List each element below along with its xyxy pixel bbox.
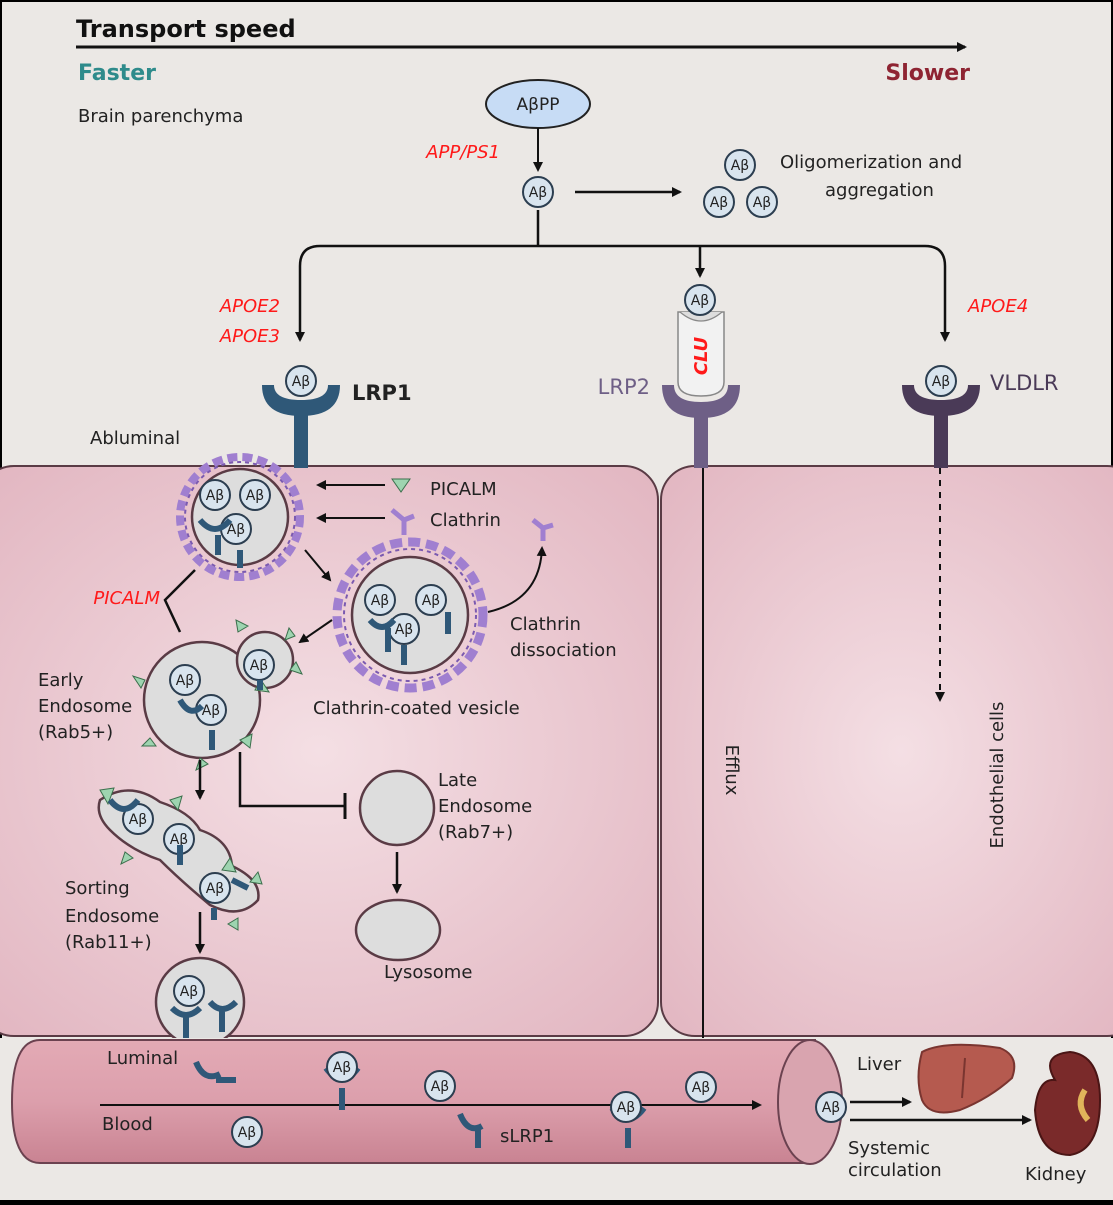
- svg-text:Aβ: Aβ: [371, 593, 390, 609]
- clathrin-dissociation-arrow: [487, 546, 547, 613]
- svg-text:Aβ: Aβ: [692, 1080, 711, 1096]
- vldlr-label: VLDLR: [990, 371, 1059, 395]
- svg-text:Aβ: Aβ: [227, 522, 246, 538]
- picalm-protein-label: PICALM: [430, 479, 497, 500]
- abpp-label: AβPP: [517, 95, 560, 115]
- svg-text:Aβ: Aβ: [206, 488, 225, 504]
- oligomer-label-2: aggregation: [825, 180, 934, 201]
- svg-text:Aβ: Aβ: [617, 1100, 636, 1116]
- svg-text:Aβ: Aβ: [129, 812, 148, 828]
- svg-text:Aβ: Aβ: [932, 374, 951, 390]
- vesicle-to-early-arrow: [298, 619, 333, 644]
- apoe3-gene: APOE3: [219, 326, 280, 347]
- svg-text:Aβ: Aβ: [238, 1125, 257, 1141]
- app-ps1-gene: APP/PS1: [425, 142, 500, 163]
- svg-text:Aβ: Aβ: [822, 1100, 841, 1116]
- slrp1-fragments: [193, 1060, 484, 1148]
- svg-text:Aβ: Aβ: [395, 622, 414, 638]
- svg-text:Aβ: Aβ: [691, 293, 710, 309]
- lrp1-receptor: Aβ: [262, 365, 340, 468]
- lysosome: [354, 898, 442, 962]
- svg-text:Aβ: Aβ: [731, 158, 750, 174]
- picalm-gene: PICALM: [93, 588, 160, 609]
- svg-text:Aβ: Aβ: [333, 1060, 352, 1076]
- lrp1-label: LRP1: [352, 381, 412, 405]
- clu-gene: CLU: [691, 336, 712, 375]
- endothelial-cell-left: [0, 465, 659, 1037]
- systemic-label-1: Systemic: [848, 1138, 930, 1159]
- faster-label: Faster: [78, 61, 156, 86]
- systemic-label-2: circulation: [848, 1160, 942, 1181]
- sorting-endosome: Aβ Aβ Aβ: [97, 787, 263, 931]
- liver-icon: [917, 1043, 1016, 1114]
- svg-text:Aβ: Aβ: [202, 703, 221, 719]
- clu-chaperone: CLU Aβ: [677, 284, 725, 397]
- early-endosome-label-3: (Rab5+): [38, 722, 113, 743]
- transport-speed-title: Transport speed: [76, 15, 296, 43]
- released-clathrin-icon: [531, 518, 554, 541]
- picalm-bracket: [163, 569, 196, 633]
- clathrin-dissociation-label-1: Clathrin: [510, 614, 581, 635]
- clathrin-icon: [390, 508, 415, 535]
- endothelial-cells-label: Endothelial cells: [987, 702, 1008, 849]
- svg-text:Aβ: Aβ: [292, 374, 311, 390]
- apoe2-gene: APOE2: [219, 296, 280, 317]
- svg-text:Aβ: Aβ: [206, 881, 225, 897]
- svg-text:Aβ: Aβ: [529, 185, 548, 201]
- svg-text:Aβ: Aβ: [170, 832, 189, 848]
- abluminal-label: Abluminal: [90, 428, 180, 449]
- sorting-endosome-label-2: Endosome: [65, 906, 159, 927]
- late-endosome-label-2: Endosome: [438, 796, 532, 817]
- endothelial-cell-right: [660, 465, 1113, 1037]
- vldlr-receptor: Aβ: [902, 365, 980, 468]
- picalm-icon: [391, 478, 411, 493]
- slower-label: Slower: [885, 61, 970, 86]
- luminal-label: Luminal: [107, 1048, 178, 1069]
- free-abeta-blood: Aβ Aβ Aβ Aβ: [231, 1070, 847, 1148]
- svg-text:Aβ: Aβ: [422, 593, 441, 609]
- svg-text:Aβ: Aβ: [710, 195, 729, 211]
- early-endosome: Aβ Aβ Aβ: [131, 619, 303, 771]
- lysosome-label: Lysosome: [384, 962, 472, 983]
- clathrin-label: Clathrin: [430, 510, 501, 531]
- kidney-label: Kidney: [1025, 1164, 1087, 1185]
- svg-text:Aβ: Aβ: [250, 658, 269, 674]
- blood-label: Blood: [102, 1114, 153, 1135]
- efflux-label: Efflux: [721, 745, 742, 796]
- clathrin-coated-pit: Aβ Aβ Aβ: [176, 453, 304, 581]
- oligomer-label-1: Oligomerization and: [780, 152, 962, 173]
- liver-label: Liver: [857, 1054, 902, 1075]
- clathrin-dissociation-label-2: dissociation: [510, 640, 617, 661]
- svg-text:Aβ: Aβ: [176, 673, 195, 689]
- clathrin-coated-vesicle: Aβ Aβ Aβ: [332, 537, 488, 693]
- abeta-oligomer: Aβ Aβ Aβ: [703, 149, 778, 218]
- late-endosome: [358, 769, 436, 847]
- lrp2-label: LRP2: [598, 375, 650, 399]
- svg-text:Aβ: Aβ: [753, 195, 772, 211]
- svg-text:Aβ: Aβ: [180, 984, 199, 1000]
- pit-to-vesicle-arrow: [304, 549, 332, 582]
- sorting-endosome-label-3: (Rab11+): [65, 932, 152, 953]
- coated-vesicle-label: Clathrin-coated vesicle: [313, 698, 520, 719]
- early-endosome-label-2: Endosome: [38, 696, 132, 717]
- branch-lines: [295, 210, 950, 342]
- kidney-icon: [1033, 1050, 1102, 1157]
- late-endosome-label-3: (Rab7+): [438, 822, 513, 843]
- exocytic-vesicle: Aβ: [154, 956, 246, 1048]
- early-endosome-label-1: Early: [38, 670, 84, 691]
- slrp1-label: sLRP1: [500, 1126, 554, 1147]
- abeta-monomer: Aβ: [522, 176, 554, 208]
- inhibition-line: [238, 752, 345, 808]
- sorting-endosome-label-1: Sorting: [65, 878, 130, 899]
- svg-text:Aβ: Aβ: [246, 488, 265, 504]
- bound-abeta-receptors-blood: Aβ Aβ: [323, 1051, 647, 1148]
- brain-parenchyma-label: Brain parenchyma: [78, 106, 243, 127]
- late-endosome-label-1: Late: [438, 770, 477, 791]
- apoe4-gene: APOE4: [967, 296, 1028, 317]
- lrp2-receptor: [662, 385, 740, 468]
- svg-text:Aβ: Aβ: [431, 1079, 450, 1095]
